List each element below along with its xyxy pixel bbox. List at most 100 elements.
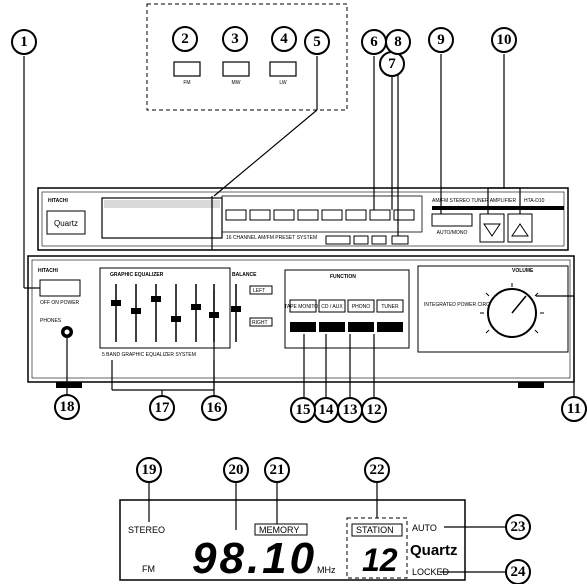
- foot-left: [56, 382, 82, 388]
- tuner-model-number: HTA-D10: [524, 198, 545, 204]
- power-button[interactable]: [39, 279, 81, 297]
- callout-23: 23: [505, 514, 531, 540]
- foot-right: [518, 382, 544, 388]
- callout-16: 16: [201, 395, 227, 421]
- phono-label: PHONO: [352, 304, 370, 310]
- eq-title: GRAPHIC EQUALIZER: [110, 272, 164, 278]
- tuner-model-bar: [432, 206, 564, 210]
- callout-9: 9: [428, 27, 454, 53]
- stereo-indicator: STEREO: [128, 525, 165, 535]
- memory-indicator: MEMORY: [259, 525, 299, 535]
- svg-text:7: 7: [388, 56, 396, 72]
- callout-20: 20: [223, 457, 249, 483]
- band-button[interactable]: [353, 235, 369, 245]
- memory-button[interactable]: [325, 235, 351, 245]
- svg-text:4: 4: [280, 31, 288, 47]
- callout-13: 13: [337, 397, 363, 423]
- svg-text:17: 17: [155, 400, 171, 416]
- callouts-device: 1 2 3 4 5 6 7 8 9 10 11 12 13 14 15 16 1…: [11, 26, 587, 423]
- callout-8: 8: [385, 29, 411, 55]
- function-buttons: TAPE MONITOR CD / AUX PHONO TUNER: [284, 299, 404, 332]
- preset-section: [221, 195, 423, 233]
- fm-button-label: FM: [183, 80, 190, 86]
- preset-button[interactable]: [273, 209, 295, 221]
- volume-knob-indicator: [511, 295, 527, 314]
- auto-mono-label: AUTO/MONO: [437, 230, 468, 236]
- tuner-label: TUNER: [381, 304, 399, 310]
- balance-slider[interactable]: [231, 306, 241, 312]
- svg-text:14: 14: [319, 402, 335, 418]
- tape-monitor-button[interactable]: [289, 299, 317, 313]
- callout-2: 2: [172, 26, 198, 52]
- power-label: OFF ON POWER: [40, 300, 80, 306]
- band-button-2[interactable]: [371, 235, 387, 245]
- cd-aux-indicator: [319, 322, 345, 332]
- eq-caption: 5 BAND GRAPHIC EQUALIZER SYSTEM: [102, 352, 196, 358]
- preset-button[interactable]: [345, 209, 367, 221]
- callout-15: 15: [290, 397, 316, 423]
- callout-12: 12: [361, 397, 387, 423]
- eq-slider[interactable]: [151, 296, 161, 302]
- auto-mono-button[interactable]: [431, 213, 473, 227]
- preset-button[interactable]: [321, 209, 343, 221]
- svg-text:20: 20: [229, 462, 244, 478]
- phones-label: PHONES: [40, 318, 62, 324]
- callout-24: 24: [505, 559, 531, 584]
- preset-inset-frame: [146, 3, 348, 111]
- volume-scale-ticks: [480, 283, 544, 334]
- cd-aux-label: CD / AUX: [321, 304, 343, 310]
- power-system-label: INTEGRATED POWER CIRCUIT SYSTEM: [424, 302, 520, 308]
- leader-lines-display: [148, 482, 506, 573]
- balance-left: LEFT: [253, 288, 265, 294]
- fm-button[interactable]: FM: [173, 61, 201, 86]
- preset-button[interactable]: [393, 209, 415, 221]
- svg-text:2: 2: [181, 31, 189, 47]
- mw-button-label: MW: [232, 80, 241, 86]
- eq-slider[interactable]: [171, 316, 181, 322]
- svg-text:16: 16: [207, 400, 223, 416]
- preset-button[interactable]: [249, 209, 271, 221]
- locked-indicator: LOCKED: [412, 567, 450, 577]
- station-indicator: STATION: [356, 525, 394, 535]
- tuning-up-button[interactable]: [507, 213, 533, 243]
- lw-button[interactable]: LW: [269, 61, 297, 86]
- auto-indicator: AUTO: [412, 523, 437, 533]
- leader-lines-upper: [23, 54, 521, 289]
- preset-button[interactable]: [225, 209, 247, 221]
- station-button[interactable]: [391, 235, 409, 245]
- eq-slider[interactable]: [131, 308, 141, 314]
- callout-11: 11: [561, 396, 587, 422]
- tuning-down-button[interactable]: [479, 213, 505, 243]
- phono-button[interactable]: [347, 299, 375, 313]
- tuner-model-caption: AM/FM STEREO TUNER AMPLIFIER: [432, 198, 516, 204]
- tuner-unit: HITACHI Quartz 16 CHANNEL AM/FM PRESET S…: [37, 187, 569, 251]
- callout-14: 14: [313, 397, 339, 423]
- eq-sliders: [111, 284, 219, 342]
- callout-18: 18: [54, 394, 80, 420]
- frequency-readout: 98.10: [192, 534, 317, 583]
- svg-text:22: 22: [370, 462, 385, 478]
- svg-text:1: 1: [20, 34, 28, 50]
- svg-text:3: 3: [231, 31, 239, 47]
- preset-button[interactable]: [369, 209, 391, 221]
- eq-slider[interactable]: [111, 300, 121, 306]
- preset-button[interactable]: [297, 209, 319, 221]
- callout-10: 10: [491, 27, 517, 53]
- callout-6: 6: [361, 29, 387, 55]
- svg-text:18: 18: [60, 399, 75, 415]
- svg-text:9: 9: [437, 32, 445, 48]
- svg-text:15: 15: [296, 402, 311, 418]
- callout-7: 7: [379, 51, 405, 77]
- phono-indicator: [348, 322, 374, 332]
- callout-21: 21: [264, 457, 290, 483]
- cd-aux-button[interactable]: [318, 299, 346, 313]
- tape-monitor-indicator: [290, 322, 316, 332]
- svg-text:5: 5: [313, 34, 321, 50]
- callout-19: 19: [136, 457, 162, 483]
- amplifier-unit: HITACHI OFF ON POWER PHONES GRAPHIC EQUA…: [27, 255, 575, 388]
- tuning-up-icon: [511, 223, 529, 237]
- tuner-button[interactable]: [376, 299, 404, 313]
- mw-button[interactable]: MW: [222, 61, 250, 86]
- eq-slider[interactable]: [191, 304, 201, 310]
